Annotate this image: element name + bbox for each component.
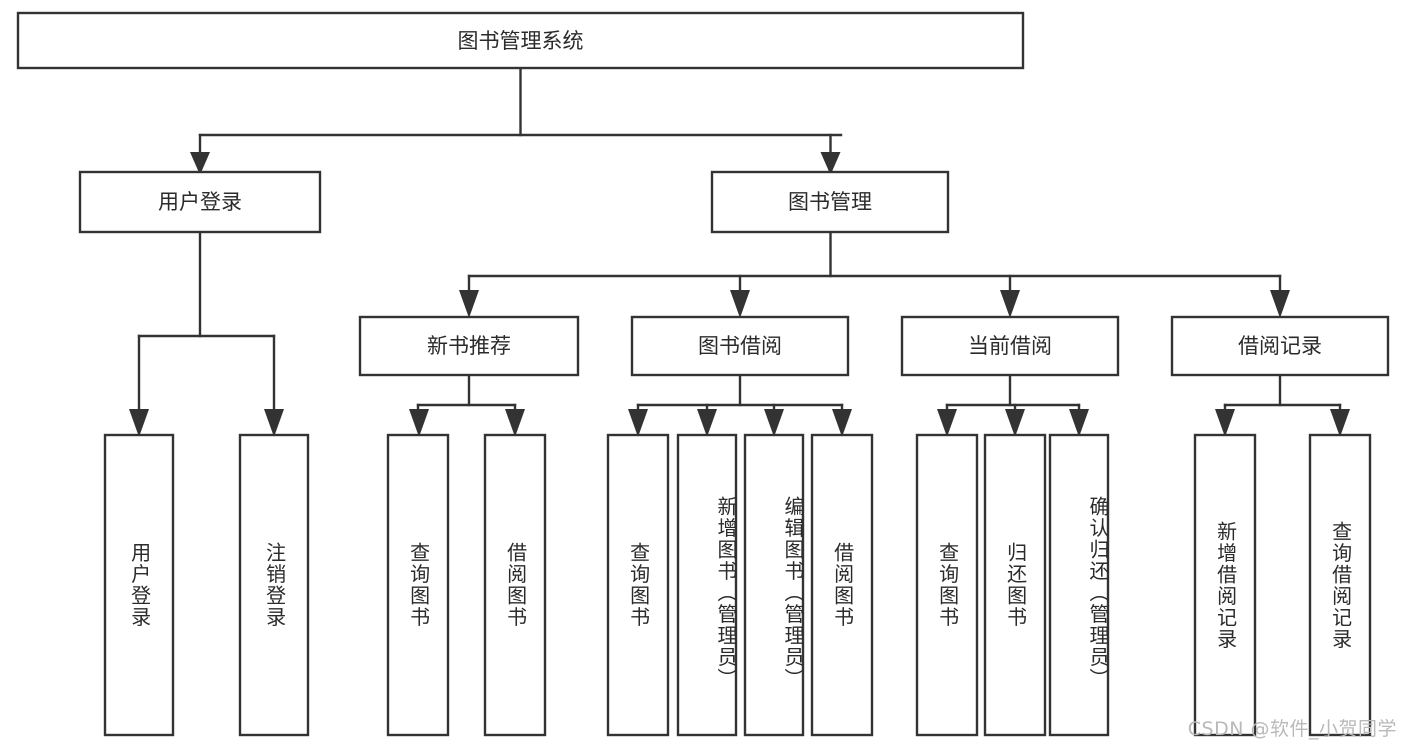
node-root-box[interactable] [16, 11, 1025, 70]
node-root-label: 图书管理系统 [458, 29, 584, 53]
node-user-login-label: 用户登录 [158, 190, 242, 214]
arrow-head-icon [697, 409, 717, 437]
leaf-box-query-book-current[interactable] [915, 433, 979, 737]
leaf-boxes-layer [103, 433, 1372, 737]
node-book-borrow[interactable]: 图书借阅 [630, 315, 850, 377]
node-new-book-recommend[interactable]: 新书推荐 [358, 315, 580, 377]
leaf-box-confirm-return-admin[interactable] [1048, 433, 1110, 737]
leaf-box-add-borrow-record[interactable] [1193, 433, 1257, 737]
leaf-box-user-login[interactable] [103, 433, 175, 737]
arrow-head-icon [1215, 409, 1235, 437]
leaf-box-edit-book-admin[interactable] [743, 433, 805, 737]
arrow-head-icon [1069, 409, 1089, 437]
node-book-borrow-label: 图书借阅 [698, 334, 782, 358]
arrow-head-icon [820, 152, 841, 175]
node-current-borrow-label: 当前借阅 [968, 334, 1052, 358]
node-user-login-box[interactable] [78, 170, 322, 234]
arrow-head-icon [832, 409, 852, 437]
leaf-box-query-book-borrow[interactable] [606, 433, 670, 737]
node-current-borrow-box[interactable] [900, 315, 1120, 377]
node-book-management-box[interactable] [710, 170, 950, 234]
arrow-head-icon [1330, 409, 1350, 437]
leaf-box-return-book[interactable] [983, 433, 1047, 737]
arrow-head-icon [1005, 409, 1025, 437]
node-new-book-recommend-box[interactable] [358, 315, 580, 377]
leaf-box-logout[interactable] [238, 433, 310, 737]
arrow-head-icon [190, 152, 210, 175]
arrow-head-icon [129, 409, 149, 437]
node-borrow-record-box[interactable] [1170, 315, 1390, 377]
leaf-box-borrow-book-new[interactable] [483, 433, 547, 737]
node-book-management[interactable]: 图书管理 [710, 170, 950, 234]
leaf-box-borrow-book[interactable] [810, 433, 874, 737]
arrow-head-icon [505, 409, 525, 437]
node-borrow-record[interactable]: 借阅记录 [1170, 315, 1390, 377]
arrowheads-layer [129, 152, 1350, 437]
node-current-borrow[interactable]: 当前借阅 [900, 315, 1120, 377]
leaf-box-query-borrow-record[interactable] [1308, 433, 1372, 737]
node-borrow-record-label: 借阅记录 [1238, 334, 1322, 358]
arrow-head-icon [409, 409, 429, 437]
arrow-head-icon [264, 409, 284, 437]
arrow-head-icon [937, 409, 957, 437]
arrow-head-icon [628, 409, 648, 437]
arrow-head-icon [730, 290, 750, 318]
leaf-box-add-book-admin[interactable] [676, 433, 738, 737]
arrow-head-icon [764, 409, 784, 437]
node-new-book-recommend-label: 新书推荐 [427, 334, 511, 358]
node-book-borrow-box[interactable] [630, 315, 850, 377]
leaf-box-query-book-new[interactable] [386, 433, 450, 737]
node-user-login[interactable]: 用户登录 [78, 170, 322, 234]
arrow-head-icon [1270, 290, 1290, 318]
arrow-head-icon [1000, 290, 1020, 318]
arrow-head-icon [459, 290, 479, 318]
node-root[interactable]: 图书管理系统 [16, 11, 1025, 70]
node-book-management-label: 图书管理 [788, 190, 872, 214]
